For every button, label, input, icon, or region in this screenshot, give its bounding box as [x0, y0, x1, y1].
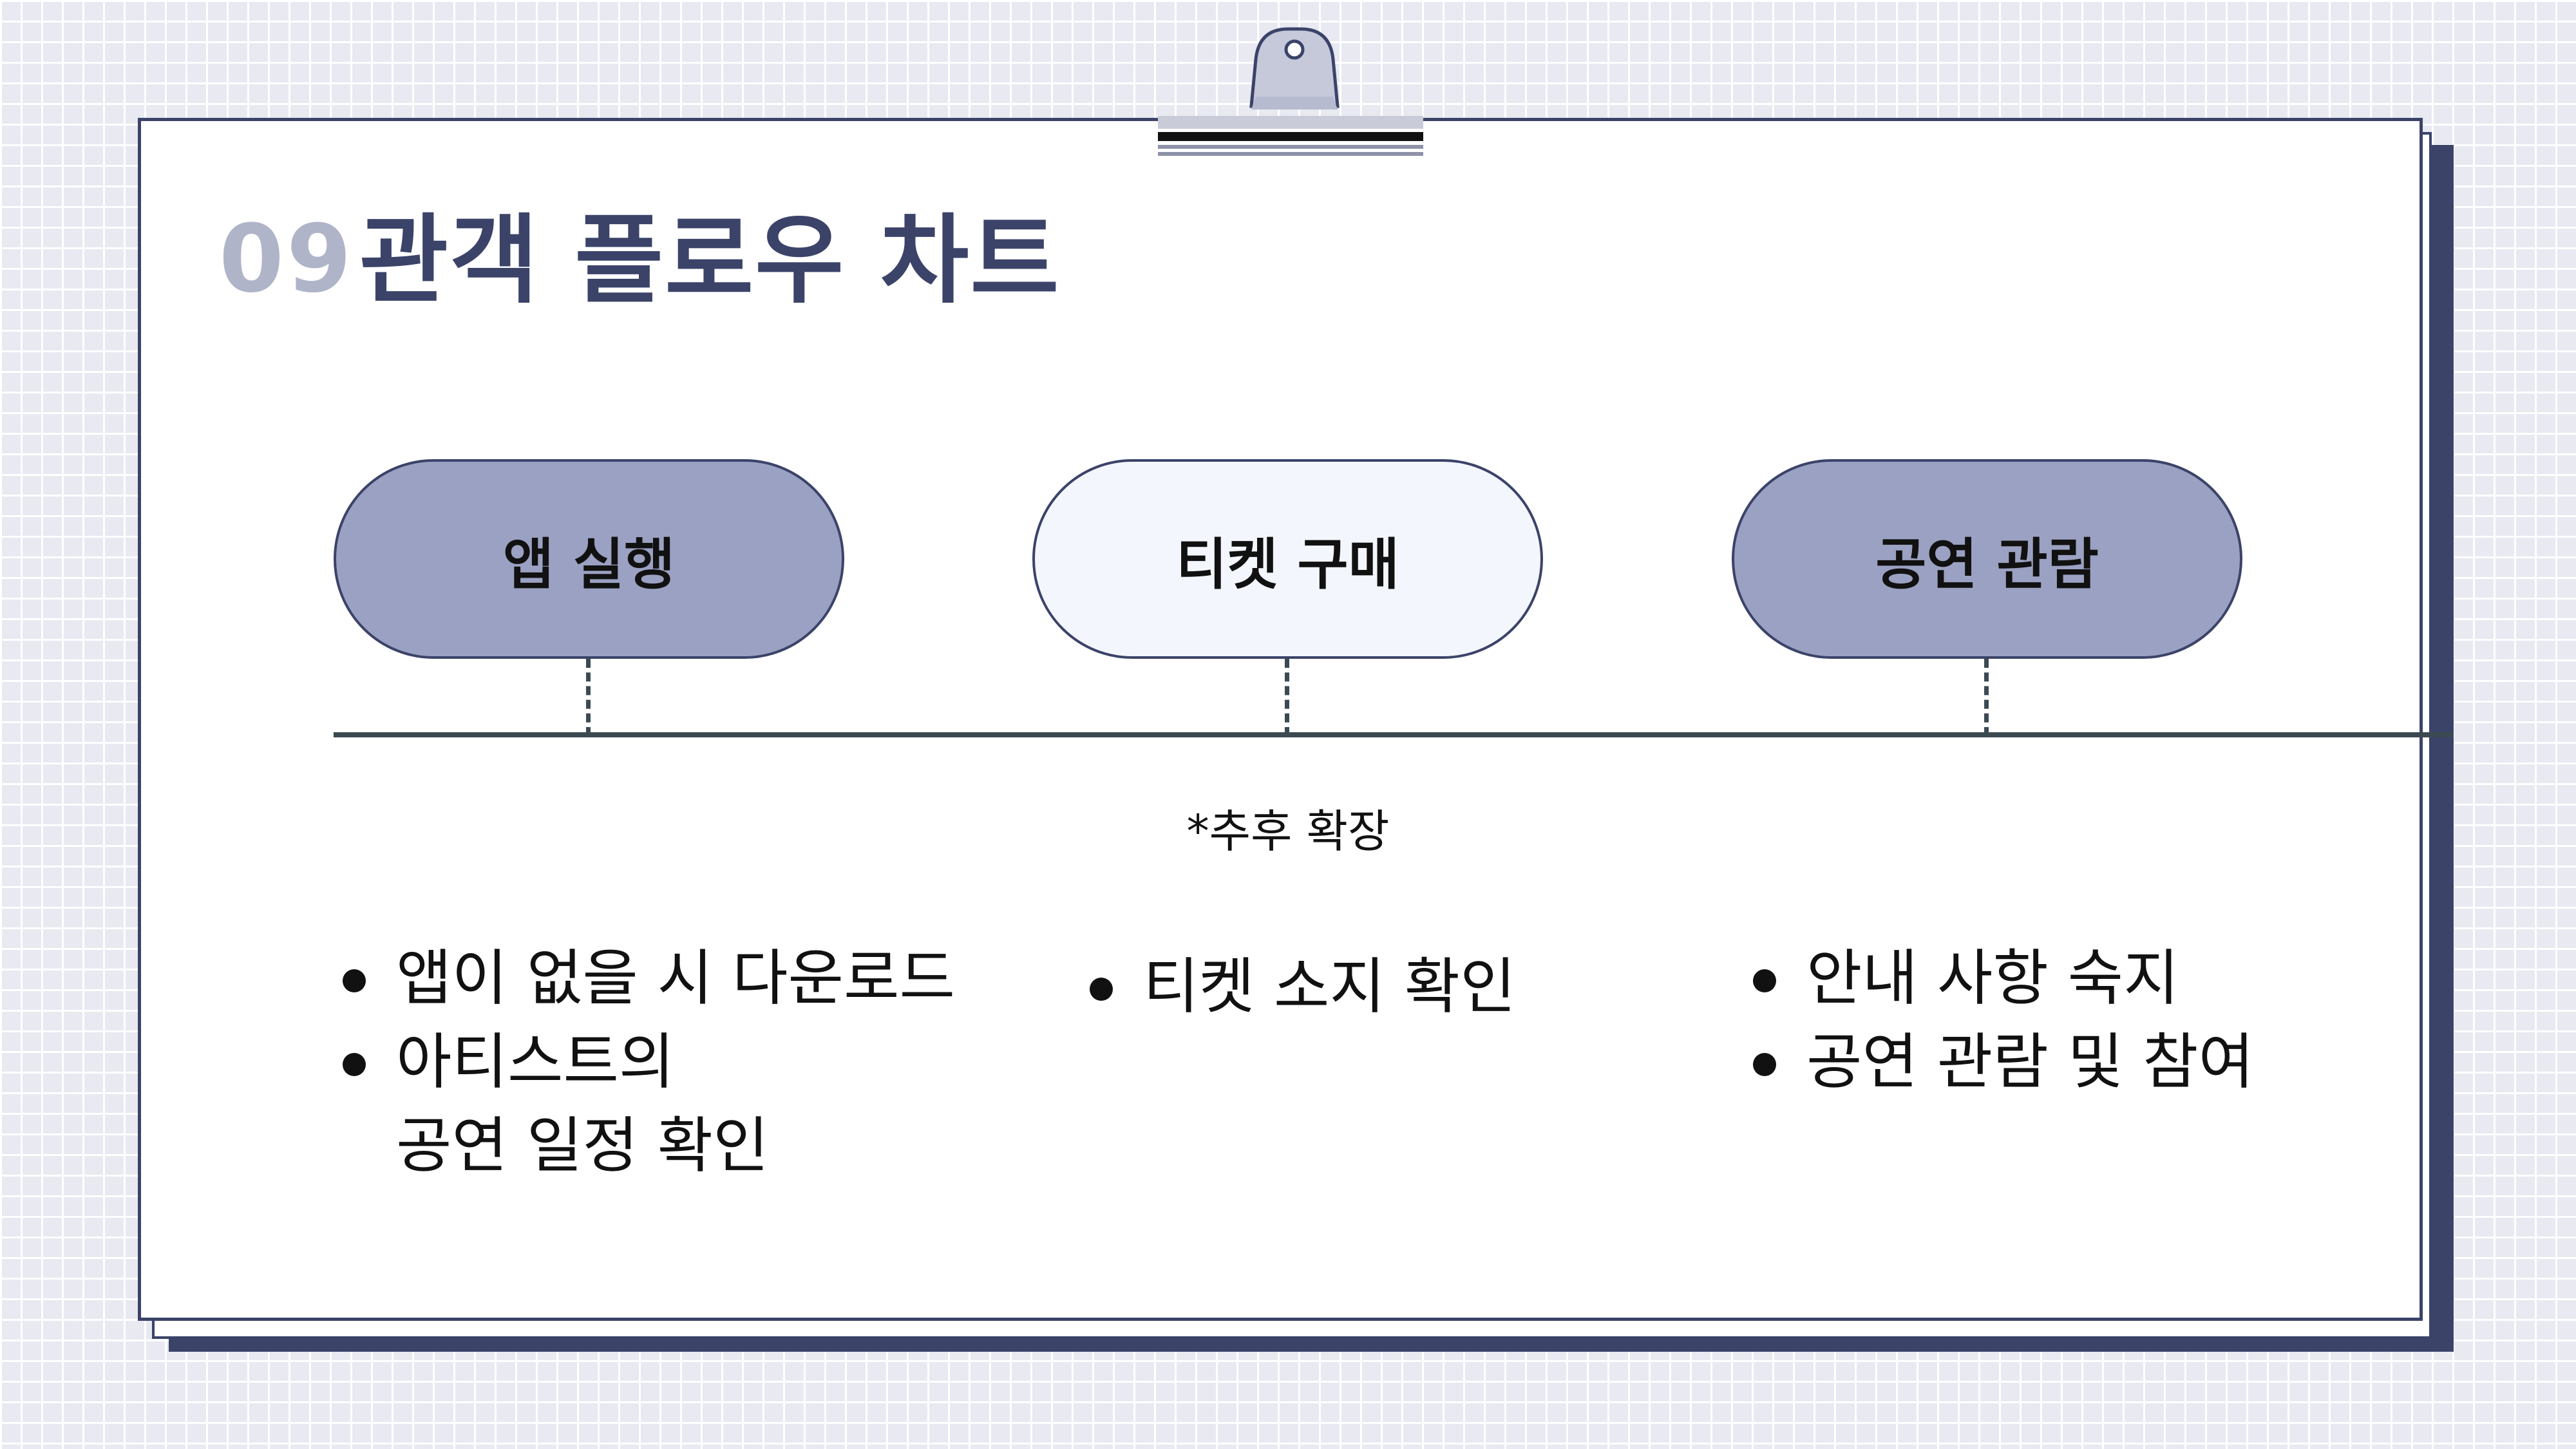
detail-text: 앱이 없을 시 다운로드 — [396, 943, 955, 1014]
detail-bullet: 아티스트의 공연 일정 확인 — [335, 1021, 1037, 1188]
detail-text: 안내 사항 숙지 — [1806, 943, 2179, 1014]
step-details-list: 안내 사항 숙지 공연 관람 및 참여 — [1745, 937, 2389, 1104]
flow-connector — [1984, 659, 1989, 736]
expansion-note: *추후 확장 — [1186, 805, 1390, 858]
step-details-list: 앱이 없을 시 다운로드 아티스트의 공연 일정 확인 — [335, 937, 1037, 1188]
step-details-list: 티켓 소지 확인 — [1082, 945, 1726, 1029]
slide-card — [138, 118, 2423, 1321]
flow-connector — [586, 659, 591, 736]
binder-clip-icon — [1158, 27, 1423, 156]
slide-title: 관객 플로우 차트 — [359, 205, 1061, 317]
detail-text: 공연 일정 확인 — [396, 1111, 769, 1181]
detail-text: 아티스트의 — [396, 1027, 675, 1097]
flow-step-label: 티켓 구매 — [1176, 532, 1399, 597]
flow-step-watch-performance: 공연 관람 — [1732, 459, 2242, 659]
flow-step-ticket-purchase: 티켓 구매 — [1032, 459, 1543, 659]
slide-number: 09 — [219, 205, 354, 314]
flow-step-label: 공연 관람 — [1875, 532, 2099, 597]
detail-text: 공연 관람 및 참여 — [1806, 1027, 2255, 1097]
detail-bullet: 티켓 소지 확인 — [1082, 945, 1726, 1029]
flow-connector — [1285, 659, 1289, 736]
flow-step-label: 앱 실행 — [502, 532, 676, 597]
detail-bullet: 안내 사항 숙지 — [1745, 937, 2389, 1021]
detail-text: 티켓 소지 확인 — [1143, 952, 1516, 1022]
flow-step-app-launch: 앱 실행 — [334, 459, 844, 659]
detail-bullet: 앱이 없을 시 다운로드 — [335, 937, 1037, 1021]
timeline-axis — [334, 732, 2454, 737]
detail-bullet: 공연 관람 및 참여 — [1745, 1021, 2389, 1104]
